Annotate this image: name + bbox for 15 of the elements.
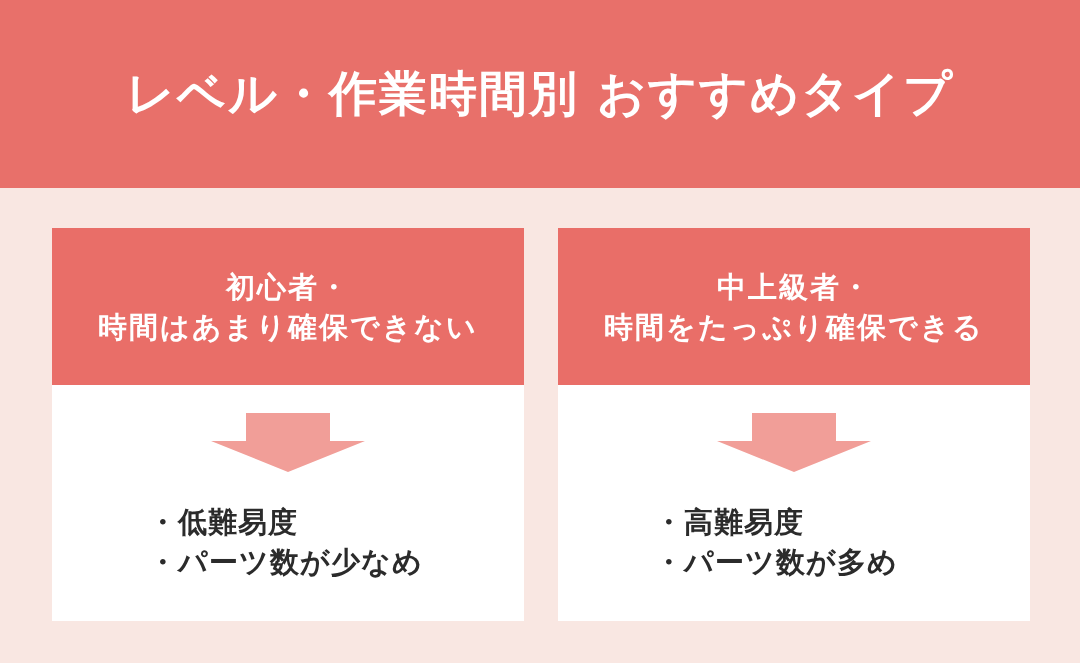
header-text: 時間をたっぷり確保できる [604, 308, 984, 346]
list-item: ・低難易度 [148, 504, 298, 541]
card-panel [558, 228, 1030, 621]
block-arrow [211, 413, 365, 472]
list-item: ・高難易度 [654, 504, 804, 541]
header-text: 時間はあまり確保できない [98, 308, 478, 346]
header-text: 初心者・ [226, 268, 350, 306]
card-panel [52, 228, 524, 621]
block-arrow [717, 413, 871, 472]
list-item: ・パーツ数が多め [654, 544, 898, 581]
header-box [558, 228, 1030, 385]
header-box [52, 228, 524, 385]
header-text: 中上級者・ [716, 268, 872, 306]
list-item: ・パーツ数が少なめ [148, 544, 423, 581]
title-banner: レベル・作業時間別 おすすめタイプ [0, 0, 1080, 188]
